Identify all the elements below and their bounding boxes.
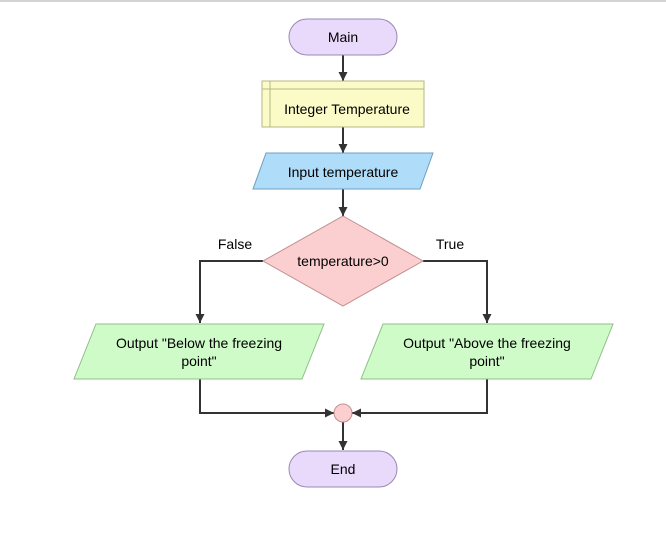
end-shape <box>288 450 398 488</box>
connector-decision-true <box>423 260 492 323</box>
decision-node[interactable]: temperature>0 <box>261 215 425 307</box>
declare-node[interactable]: Integer Temperature <box>261 80 425 128</box>
output-false-node[interactable]: Output "Below the freezing point" <box>73 323 325 380</box>
junction-node[interactable] <box>333 403 353 423</box>
connector-true-to-junction <box>352 379 488 418</box>
decision-label: temperature>0 <box>297 253 389 269</box>
start-shape <box>288 18 398 56</box>
start-terminator[interactable]: Main <box>288 18 398 56</box>
output-true-label-line1: Output "Above the freezing <box>403 335 571 351</box>
true-branch-label: True <box>436 236 464 252</box>
end-terminator[interactable]: End <box>288 450 398 488</box>
declare-label: Integer Temperature <box>284 101 410 117</box>
connector-false-to-junction <box>199 379 334 418</box>
connector-decision-false <box>195 260 263 323</box>
top-border <box>0 0 666 2</box>
output-true-node[interactable]: Output "Above the freezing point" <box>360 323 614 380</box>
decision-shape <box>261 215 425 307</box>
output-true-shape <box>360 323 614 380</box>
input-node[interactable]: Input temperature <box>252 152 434 190</box>
output-false-label-line2: point" <box>181 353 216 369</box>
end-label: End <box>331 461 356 477</box>
false-branch-label: False <box>218 236 252 252</box>
output-false-shape <box>73 323 325 380</box>
connectors <box>195 55 492 450</box>
input-shape <box>252 152 434 190</box>
output-false-label-line1: Output "Below the freezing <box>116 335 282 351</box>
input-label: Input temperature <box>288 164 399 180</box>
output-true-label-line2: point" <box>469 353 504 369</box>
start-label: Main <box>328 29 358 45</box>
